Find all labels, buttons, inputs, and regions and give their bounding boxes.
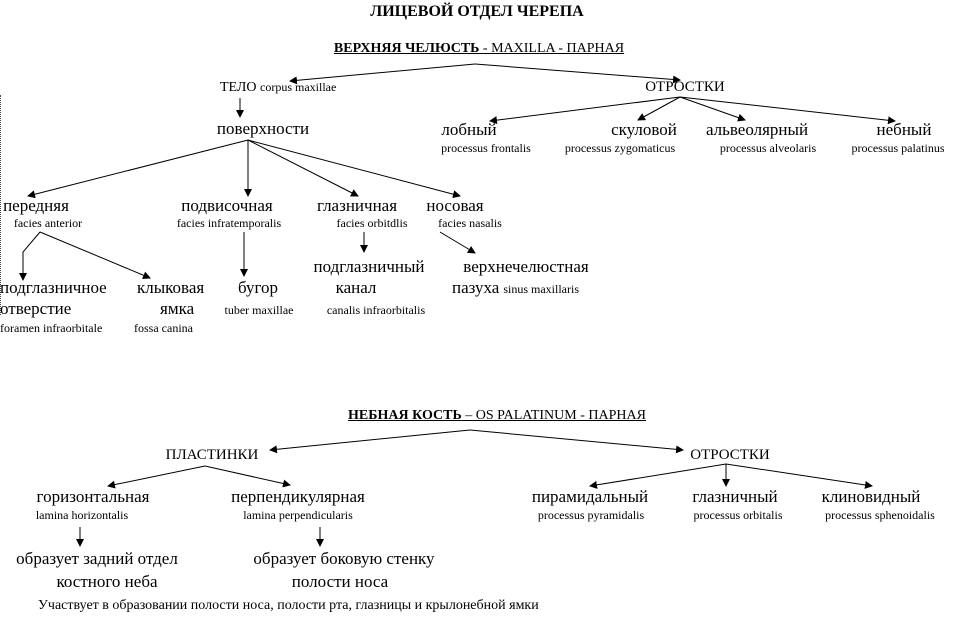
perpendicular-result-line1: образует боковую стенку [253,549,435,568]
plate-perpendicular-latin: lamina perpendicularis [243,508,353,522]
arrow-processes-to-alveolar [679,96,746,122]
arrow-anterior-to-fossa [39,231,151,279]
arrow-processes-to-pyramidal [589,463,727,489]
arrow-palatine-to-plates [269,429,471,454]
process-pyramidal-latin: processus pyramidalis [537,508,645,522]
surface-anterior-latin: facies anterior [13,216,83,230]
arrow-palatine-to-processes [469,429,684,454]
sinus-latin: sinus maxillaris [503,282,579,296]
palatine-footer-note: Участвует в образовании полости носа, по… [38,598,539,613]
horizontal-result-line2: костного неба [56,572,158,591]
surface-orbital-latin: facies orbitdlis [336,216,408,230]
arrow-nasal-to-sinus [439,231,476,254]
canine-fossa-latin: fossa canina [134,321,193,335]
palatine-header-name: НЕБНАЯ КОСТЬ [348,408,462,423]
process-orbital: глазничный [692,487,778,506]
process-alveolar-latin: processus alveolaris [719,141,817,155]
arrow-processes-to-palatine [679,96,896,125]
arrow-plates-to-perpendicular [204,465,291,488]
process-sphenoid: клиновидный [821,487,921,506]
sinus-line2-row: пазуха sinus maxillaris [452,279,579,297]
process-palatine-latin: processus palatinus [851,141,945,155]
maxilla-body-latin: corpus maxillae [260,80,337,94]
surface-nasal-latin: facies nasalis [438,216,502,230]
process-pyramidal: пирамидальный [531,487,649,506]
infraorbital-foramen-line1: подглазничное [0,278,107,297]
arrow-plates-to-horizontal [107,465,206,489]
maxilla-body-label: ТЕЛО [220,80,257,95]
maxilla-processes-label: ОТРОСТКИ [645,79,725,95]
surface-orbital: глазничная [316,196,398,215]
process-sphenoid-latin: processus sphenoidalis [825,508,935,522]
palatine-header: НЕБНАЯ КОСТЬ – OS PALATINUM - ПАРНАЯ [348,409,646,423]
process-palatine: небный [876,120,932,139]
maxilla-body: ТЕЛО corpus maxillae [220,81,336,95]
surface-anterior: передняя [3,196,69,215]
surface-infratemporal: подвисочная [181,196,273,215]
arrow-anterior-to-foramen [19,231,41,281]
maxilla-surfaces-label: поверхности [216,119,310,138]
tuber: бугор [237,278,279,297]
plate-perpendicular: перпендикулярная [231,487,365,506]
palatine-header-latin: – OS PALATINUM - ПАРНАЯ [461,408,646,423]
infraorbital-foramen-latin: foramen infraorbitale [0,321,103,335]
arrow-surfaces-to-orbital [247,139,359,197]
surface-infratemporal-latin: facies infratemporalis [176,216,282,230]
arrow-maxilla-to-body [289,63,476,85]
left-margin-line [0,95,1,315]
arrow-surfaces-to-nasal [247,139,461,199]
arrow-processes-to-sphenoid [725,463,873,489]
process-zygomatic: скуловой [611,120,677,139]
process-alveolar: альвеолярный [705,120,809,139]
arrow-processes-to-zygomatic [637,96,681,121]
tuber-latin: tuber maxillae [224,303,294,317]
process-orbital-latin: processus orbitalis [693,508,783,522]
infraorbital-canal-line2: канал [335,278,377,297]
surface-nasal: носовая [426,196,484,215]
maxilla-header-latin: - MAXILLA - ПАРНАЯ [479,41,625,56]
palatine-processes-label: ОТРОСТКИ [690,447,770,463]
sinus-line2: пазуха [452,278,500,297]
plate-horizontal: горизонтальная [36,487,150,506]
infraorbital-canal-line1: подглазничный [313,257,425,276]
horizontal-result-line1: образует задний отдел [16,549,178,568]
sinus-line1: верхнечелюстная [463,257,589,276]
perpendicular-result-line2: полости носа [291,572,389,591]
process-frontal: лобный [441,120,497,139]
canine-fossa-line1: клыковая [137,278,205,297]
palatine-plates-label: ПЛАСТИНКИ [165,447,259,463]
page-title: ЛИЦЕВОЙ ОТДЕЛ ЧЕРЕПА [370,3,584,20]
maxilla-header-name: ВЕРХНЯЯ ЧЕЛЮСТЬ [333,41,480,56]
infraorbital-canal-latin: canalis infraorbitalis [326,303,426,317]
plate-horizontal-latin: lamina horizontalis [35,508,129,522]
arrow-surfaces-to-anterior [27,139,249,199]
arrow-maxilla-to-processes [474,63,681,84]
maxilla-header: ВЕРХНЯЯ ЧЕЛЮСТЬ - MAXILLA - ПАРНАЯ [334,42,624,56]
process-frontal-latin: processus frontalis [441,141,531,155]
process-zygomatic-latin: processus zygomaticus [564,141,676,155]
infraorbital-foramen-line2: отверстие [0,299,72,318]
canine-fossa-line2: ямка [160,299,195,318]
arrow-processes-to-frontal [489,96,681,125]
